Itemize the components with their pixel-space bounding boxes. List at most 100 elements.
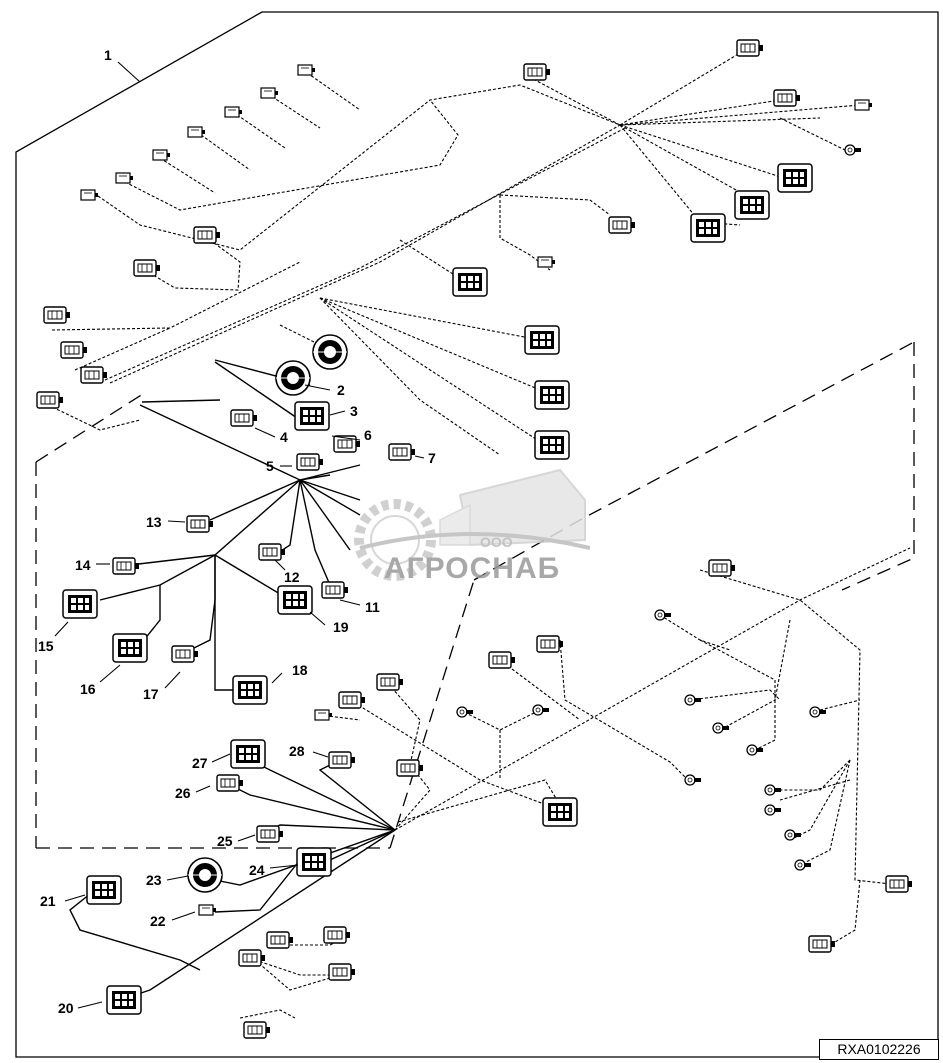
- connector: [294, 401, 330, 431]
- connector: [106, 985, 142, 1015]
- connector: [537, 256, 556, 268]
- ring-terminal: [684, 774, 702, 786]
- connector: [230, 739, 266, 769]
- connector: [296, 847, 332, 877]
- callout-numbers: 1 2 3 4 5 6 7 11 12 13 14 15 16 17 18 19…: [38, 47, 436, 1016]
- callout-23: 23: [146, 872, 162, 888]
- connector: [62, 589, 98, 619]
- ring-terminal: [764, 804, 782, 816]
- connector: [43, 306, 71, 324]
- watermark-prefix: ООО: [480, 534, 513, 550]
- connector: [296, 453, 324, 471]
- connector: [534, 380, 570, 410]
- harness-wires-dashed: [47, 49, 911, 1019]
- ring-terminal: [794, 859, 812, 871]
- callout-16: 16: [80, 681, 96, 697]
- connector: [60, 341, 88, 359]
- callout-3: 3: [350, 403, 358, 419]
- callout-11: 11: [365, 599, 380, 615]
- connector: [216, 774, 244, 792]
- outline-frame: [15, 11, 939, 1058]
- connector: [266, 931, 294, 949]
- connector: [534, 430, 570, 460]
- callout-14: 14: [75, 557, 91, 573]
- connector: [690, 213, 726, 243]
- connector: [115, 172, 134, 184]
- callout-6: 6: [364, 427, 372, 443]
- connector: [86, 875, 122, 905]
- connector: [258, 543, 286, 561]
- connector: [80, 366, 108, 384]
- connector: [171, 645, 199, 663]
- connector: [314, 709, 333, 721]
- connector: [734, 190, 770, 220]
- callout-22: 22: [150, 913, 166, 929]
- callout-26: 26: [175, 785, 191, 801]
- connector: [277, 585, 313, 615]
- connector: [736, 39, 764, 57]
- connector: [224, 106, 243, 118]
- connector: [112, 557, 140, 575]
- ring-terminal: [712, 722, 730, 734]
- connector: [193, 226, 221, 244]
- callout-5: 5: [266, 458, 274, 474]
- ring-terminal: [784, 829, 802, 841]
- connector: [256, 825, 284, 843]
- callout-28: 28: [289, 743, 305, 759]
- callout-21: 21: [40, 893, 56, 909]
- connector: [232, 675, 268, 705]
- connector: [608, 216, 636, 234]
- watermark-name: АГРОСНАБ: [384, 552, 560, 585]
- connector: [452, 267, 488, 297]
- connector: [808, 935, 836, 953]
- connector: [36, 391, 64, 409]
- callout-19: 19: [333, 619, 349, 635]
- connector: [328, 751, 356, 769]
- callout-4: 4: [280, 429, 288, 445]
- connector: [773, 89, 801, 107]
- ring-terminal: [746, 744, 764, 756]
- connector: [523, 63, 551, 81]
- round-connector: [312, 334, 348, 370]
- callout-12: 12: [284, 569, 300, 585]
- callout-27: 27: [192, 755, 208, 771]
- connector: [338, 691, 366, 709]
- callout-20: 20: [58, 1000, 74, 1016]
- watermark: ООО АГРОСНАБ: [354, 468, 591, 585]
- connector: [323, 926, 351, 944]
- connector: [260, 87, 279, 99]
- callout-17: 17: [143, 686, 159, 702]
- connector: [536, 635, 564, 653]
- callout-1: 1: [104, 47, 112, 63]
- callout-15: 15: [38, 638, 54, 654]
- connector: [396, 759, 424, 777]
- connector: [777, 163, 813, 193]
- callout-25: 25: [217, 833, 233, 849]
- connector: [238, 949, 266, 967]
- round-connector: [187, 857, 223, 893]
- connector: [186, 515, 214, 533]
- callout-18: 18: [292, 662, 308, 678]
- callout-13: 13: [146, 514, 162, 530]
- connector: [187, 126, 206, 138]
- callout-7: 7: [428, 450, 436, 466]
- ring-terminal: [654, 609, 672, 621]
- connector: [243, 1021, 271, 1039]
- connector: [152, 149, 171, 161]
- ring-terminal: [684, 694, 702, 706]
- connector: [328, 963, 356, 981]
- round-connector: [275, 360, 311, 396]
- connector: [133, 259, 161, 277]
- drawing-reference-id: RXA0102226: [819, 1039, 939, 1060]
- ring-terminal: [844, 144, 862, 156]
- connector: [112, 633, 148, 663]
- connector: [80, 189, 99, 201]
- connector: [297, 64, 316, 76]
- connector: [708, 559, 736, 577]
- connector: [854, 99, 873, 111]
- connector-group-upper: [36, 39, 873, 460]
- callout-24: 24: [249, 862, 265, 878]
- connector: [885, 875, 913, 893]
- connector: [376, 673, 404, 691]
